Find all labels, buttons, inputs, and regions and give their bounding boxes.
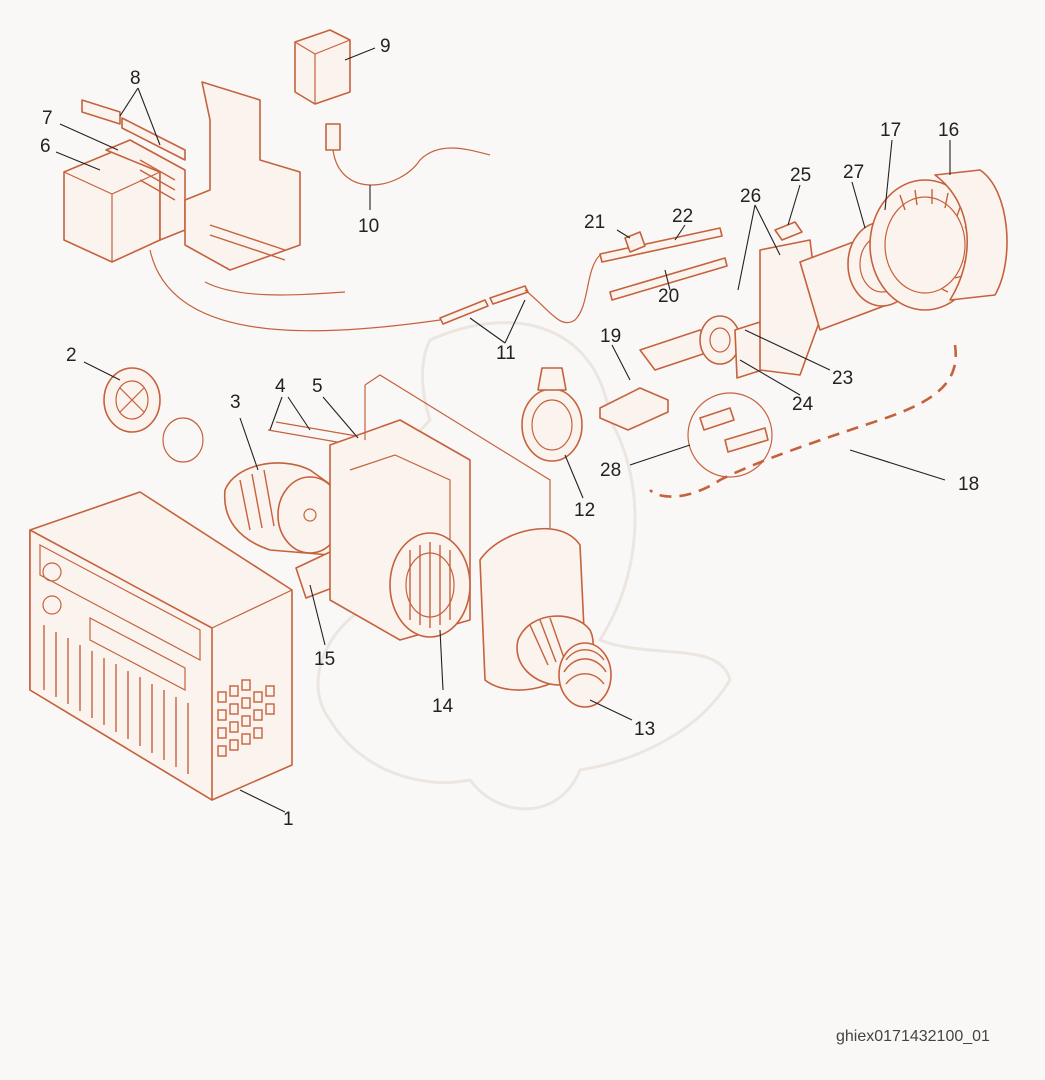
reference-code: ghiex0171432100_01 <box>836 1028 990 1045</box>
callout-13: 13 <box>634 719 655 740</box>
leader-3 <box>239 417 259 471</box>
callout-12: 12 <box>574 500 595 521</box>
leader-21 <box>616 229 631 239</box>
callout-27: 27 <box>843 162 864 183</box>
leader-22 <box>674 224 686 241</box>
part-6-control-box <box>63 151 161 263</box>
part-16-17-27-blast-tube <box>759 169 1008 376</box>
leader-11 <box>469 299 526 344</box>
leader-24 <box>739 359 801 396</box>
callout-7: 7 <box>42 108 53 129</box>
part-18-group-outline <box>649 344 958 498</box>
leader-28 <box>629 444 691 466</box>
leader-4 <box>269 396 311 431</box>
part-20-22-electrodes <box>599 227 728 301</box>
callout-16: 16 <box>938 120 959 141</box>
leader-2 <box>83 361 121 381</box>
callout-4: 4 <box>275 376 286 397</box>
leader-8 <box>119 87 161 146</box>
leader-25 <box>787 184 801 226</box>
leader-20 <box>664 269 671 291</box>
leader-12 <box>564 454 584 499</box>
leader-6 <box>55 151 101 171</box>
callout-24: 24 <box>792 394 814 415</box>
callout-15: 15 <box>314 649 335 670</box>
callout-20: 20 <box>658 286 679 307</box>
leader-15 <box>309 584 326 646</box>
part-14-fan-wheel <box>389 532 471 638</box>
control-board <box>184 81 301 271</box>
leader-5 <box>322 396 359 439</box>
callout-19: 19 <box>600 326 621 347</box>
leader-7 <box>59 123 119 151</box>
part-11-ignition-cable <box>149 249 601 332</box>
leader-9 <box>344 47 376 61</box>
part-2-plate <box>103 367 204 463</box>
callout-18: 18 <box>958 474 979 495</box>
housing-frame <box>364 374 551 540</box>
part-13-housing <box>479 527 612 708</box>
callout-26: 26 <box>740 186 761 207</box>
leader-18 <box>849 449 946 481</box>
callout-11: 11 <box>496 343 516 364</box>
callout-3: 3 <box>230 392 241 413</box>
callout-14: 14 <box>432 696 454 717</box>
part-3-motor <box>223 462 351 599</box>
leader-19 <box>611 344 631 381</box>
callout-22: 22 <box>672 206 693 227</box>
callout-5: 5 <box>312 376 323 397</box>
leader-23 <box>744 329 831 371</box>
part-23-24-nozzle-assembly <box>699 315 763 379</box>
leader-17 <box>884 139 893 211</box>
callout-6: 6 <box>40 136 51 157</box>
part-10-cable <box>332 147 491 186</box>
callout-1: 1 <box>283 809 294 830</box>
part-12-flange <box>521 367 583 462</box>
leader-13 <box>589 699 633 721</box>
callout-8: 8 <box>130 68 141 89</box>
callout-28: 28 <box>600 460 621 481</box>
callout-10: 10 <box>358 216 379 237</box>
callout-2: 2 <box>66 345 77 366</box>
part-19-nozzle-holder <box>599 329 716 431</box>
callout-25: 25 <box>790 165 811 186</box>
leader-27 <box>851 181 866 229</box>
part-9-transformer <box>294 29 351 151</box>
callout-9: 9 <box>380 36 391 57</box>
part-1-cover <box>29 491 293 801</box>
part-7-base <box>105 139 186 241</box>
callout-21: 21 <box>584 212 605 233</box>
callout-labels: 1 2 3 4 5 6 7 8 9 10 11 12 13 14 15 16 1… <box>40 36 979 830</box>
callout-23: 23 <box>832 368 853 389</box>
leader-26 <box>737 204 781 291</box>
callout-17: 17 <box>880 120 901 141</box>
leader-14 <box>439 629 444 691</box>
part-28-detail <box>687 392 773 478</box>
leader-lines <box>55 47 951 813</box>
part-8-photocell <box>81 99 186 161</box>
leader-1 <box>239 789 286 813</box>
